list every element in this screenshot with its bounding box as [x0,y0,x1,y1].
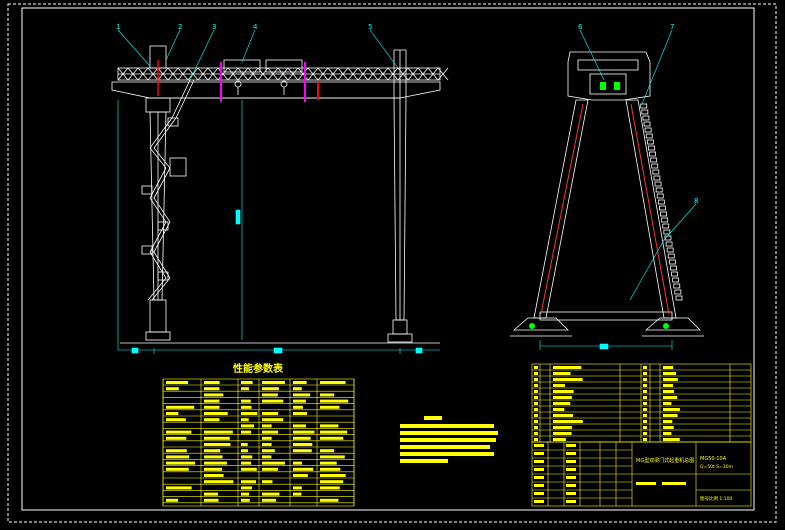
performance-table [162,378,355,507]
drawing-spec: Q=50t S=30m [700,464,733,470]
callout-8: 8 [694,197,698,205]
title-block-fields [534,444,686,503]
title-block [531,441,752,507]
performance-table-entries [166,381,349,502]
side-view-callouts: 6 7 8 [578,23,698,205]
callout-1: 1 [116,23,120,31]
table-title: 性能参数表 [232,362,284,375]
inner-border [21,7,755,511]
side-view-dimensions [539,29,697,350]
drawing-name: MG型双梁门式起重机总图 [636,457,694,464]
side-view [510,51,704,337]
front-view-highlights [157,60,319,102]
callout-3: 3 [212,23,216,31]
front-view [111,45,449,344]
callout-6: 6 [578,23,583,31]
callout-7: 7 [670,23,674,31]
front-view-callouts: 1 2 3 4 5 [116,23,372,31]
drawing-code: MG50-10A [700,456,727,462]
outer-border [7,3,777,523]
title-block-text: MG型双梁门式起重机总图 MG50-10A Q=50t S=30m 图号比例 1… [636,456,733,502]
callout-2: 2 [178,23,182,31]
bom-table [531,363,752,443]
side-view-highlights [529,82,670,329]
drawing-scale: 图号比例 1:100 [700,495,733,502]
callout-5: 5 [368,23,372,31]
technical-notes [400,416,498,463]
bom-entries [534,366,680,441]
callout-4: 4 [253,23,258,31]
front-view-dimensions [117,29,440,354]
